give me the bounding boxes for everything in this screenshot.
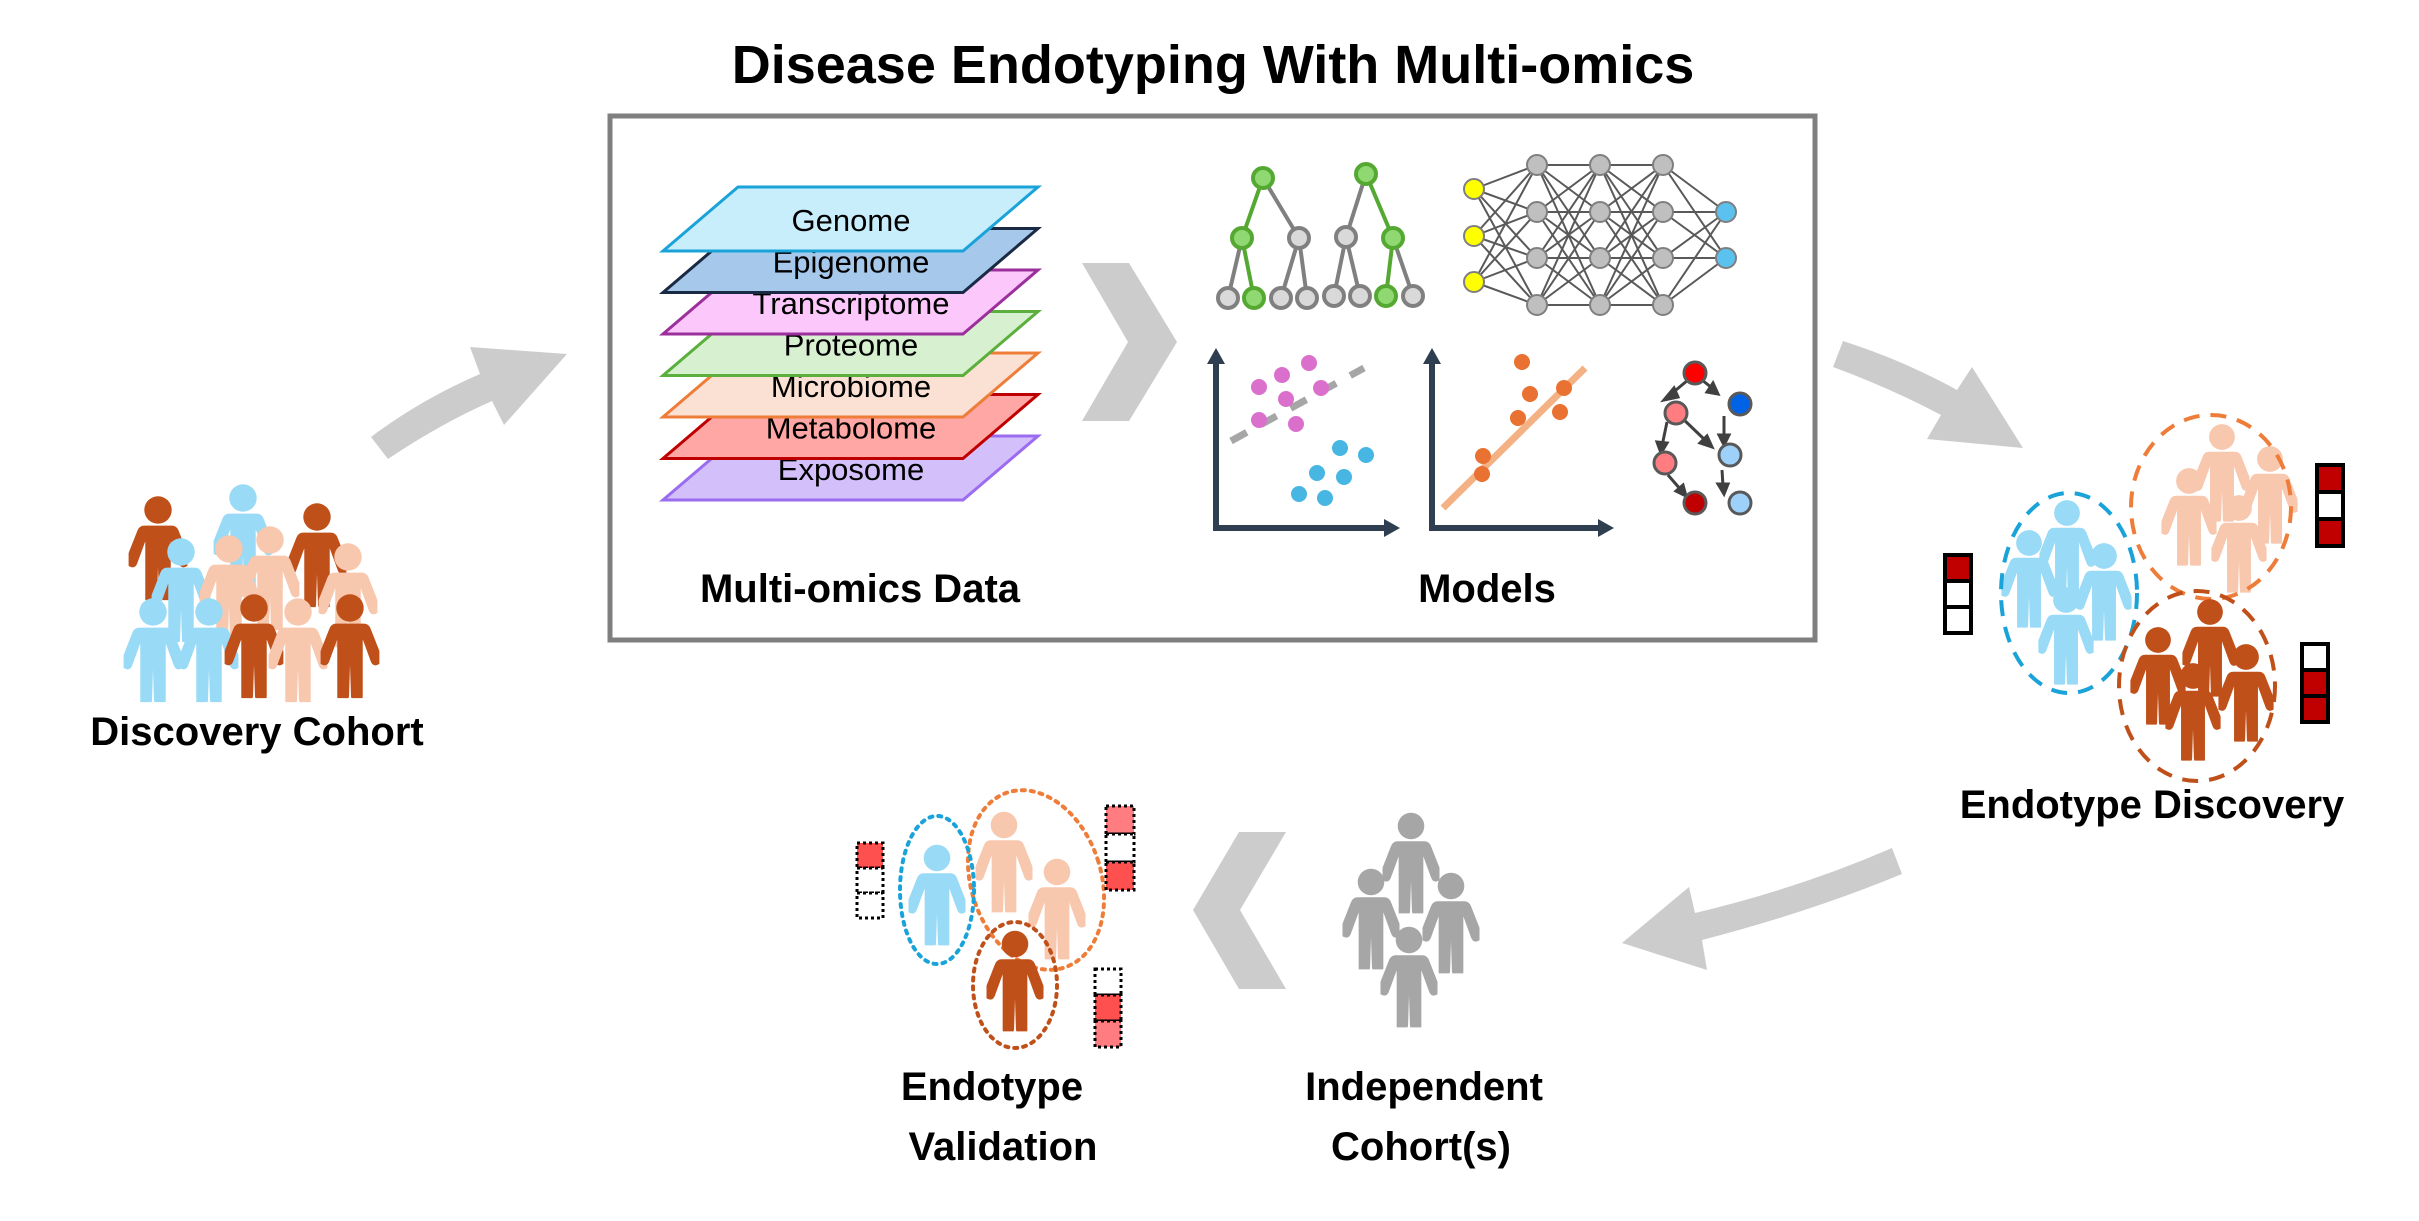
arrow-to-independent-cohort-icon (1622, 848, 1902, 970)
endotype-marker-cell (2300, 668, 2330, 698)
endotype-marker-cell (855, 841, 885, 870)
endotype-marker-cell (1093, 993, 1123, 1023)
endotype-discovery-label: Endotype Discovery (1960, 783, 2345, 827)
multi-omics-data-label: Multi-omics Data (700, 567, 1021, 611)
endotype-marker-cell (2300, 694, 2330, 724)
independent-cohort-label-line1: Independent (1305, 1065, 1543, 1109)
nn-node (1652, 154, 1674, 176)
person-icon (1380, 926, 1438, 1028)
endotype-validation-label-line2: Validation (909, 1125, 1098, 1169)
dark-cluster-outline (2117, 589, 2277, 783)
endotype-marker-cell (1093, 967, 1123, 997)
nn-node (1526, 201, 1548, 223)
nn-node (1526, 294, 1548, 316)
nn-node (1463, 178, 1485, 200)
regression-scatter-icon (1423, 348, 1614, 537)
omics-layer-label: Genome (792, 203, 911, 238)
nn-node (1526, 247, 1548, 269)
blue-cluster-markers (1943, 553, 1973, 635)
endotype-marker-cell (2300, 642, 2330, 672)
endotype-marker-cell (1943, 579, 1973, 609)
nn-node (1652, 201, 1674, 223)
neural-network-icon (1463, 154, 1737, 316)
omics-layer-stack: ExposomeMetabolomeMicrobiomeProteomeTran… (658, 185, 1043, 502)
peach-cluster-outline (965, 788, 1107, 972)
multi-omics-panel-box (607, 113, 1818, 643)
nn-node (1589, 247, 1611, 269)
blue-cluster-outline (1999, 491, 2139, 695)
decision-tree-icon (1216, 162, 1425, 310)
arrow-to-analysis-icon (371, 347, 567, 459)
independent-cohort-label-line2: Cohort(s) (1331, 1125, 1511, 1169)
bayesian-network-icon (1652, 360, 1753, 516)
endotype-marker-cell (2315, 490, 2345, 521)
chevron-left-icon (1193, 832, 1286, 989)
endotype-marker-cell (1943, 553, 1973, 583)
arrow-to-discovery-icon (1833, 341, 2023, 448)
discovery-cohort-label: Discovery Cohort (90, 710, 423, 754)
endotype-validation-clusters (855, 788, 1136, 1050)
independent-cohort-people (1342, 812, 1480, 1028)
endotype-marker-cell (855, 891, 885, 920)
person-icon (986, 930, 1044, 1032)
nn-node (1652, 294, 1674, 316)
blue-cluster-outline (898, 814, 976, 966)
blue-cluster-markers (855, 841, 885, 920)
person-icon (975, 811, 1033, 913)
person-icon (1028, 858, 1086, 960)
endotype-discovery-clusters (1943, 413, 2345, 783)
endotype-marker-cell (1093, 1019, 1123, 1049)
endotype-marker-cell (2315, 463, 2345, 494)
nn-node (1589, 154, 1611, 176)
nn-node (1463, 271, 1485, 293)
endotype-marker-cell (1943, 605, 1973, 635)
chevron-right-icon (1082, 263, 1177, 421)
nn-node (1463, 225, 1485, 247)
discovery-cohort-people (123, 484, 380, 703)
endotype-validation-label-line1: Endotype (901, 1065, 1083, 1109)
person-icon (2161, 468, 2217, 566)
figure-title: Disease Endotyping With Multi-omics (732, 35, 1695, 95)
endotype-marker-cell (1104, 832, 1136, 864)
person-icon (2218, 644, 2274, 742)
endotype-marker-cell (2315, 517, 2345, 548)
endotype-marker-cell (855, 866, 885, 895)
person-icon (2038, 587, 2094, 685)
peach-cluster-markers (1104, 804, 1136, 892)
omics-layer-genome: Genome (658, 185, 1043, 253)
peach-cluster-markers (2315, 463, 2345, 548)
peach-cluster-outline (2129, 413, 2293, 601)
dark-cluster-markers (1093, 967, 1123, 1049)
dark-cluster-outline (971, 920, 1059, 1050)
clustering-scatter-icon (1207, 348, 1400, 537)
nn-node (1589, 201, 1611, 223)
nn-node (1589, 294, 1611, 316)
person-icon (2130, 627, 2186, 725)
endotype-marker-cell (1104, 804, 1136, 836)
models-label: Models (1418, 567, 1556, 611)
endotype-marker-cell (1104, 860, 1136, 892)
nn-node (1652, 247, 1674, 269)
person-icon (908, 844, 966, 946)
dark-cluster-markers (2300, 642, 2330, 724)
nn-node (1715, 247, 1737, 269)
nn-node (1526, 154, 1548, 176)
nn-node (1715, 201, 1737, 223)
